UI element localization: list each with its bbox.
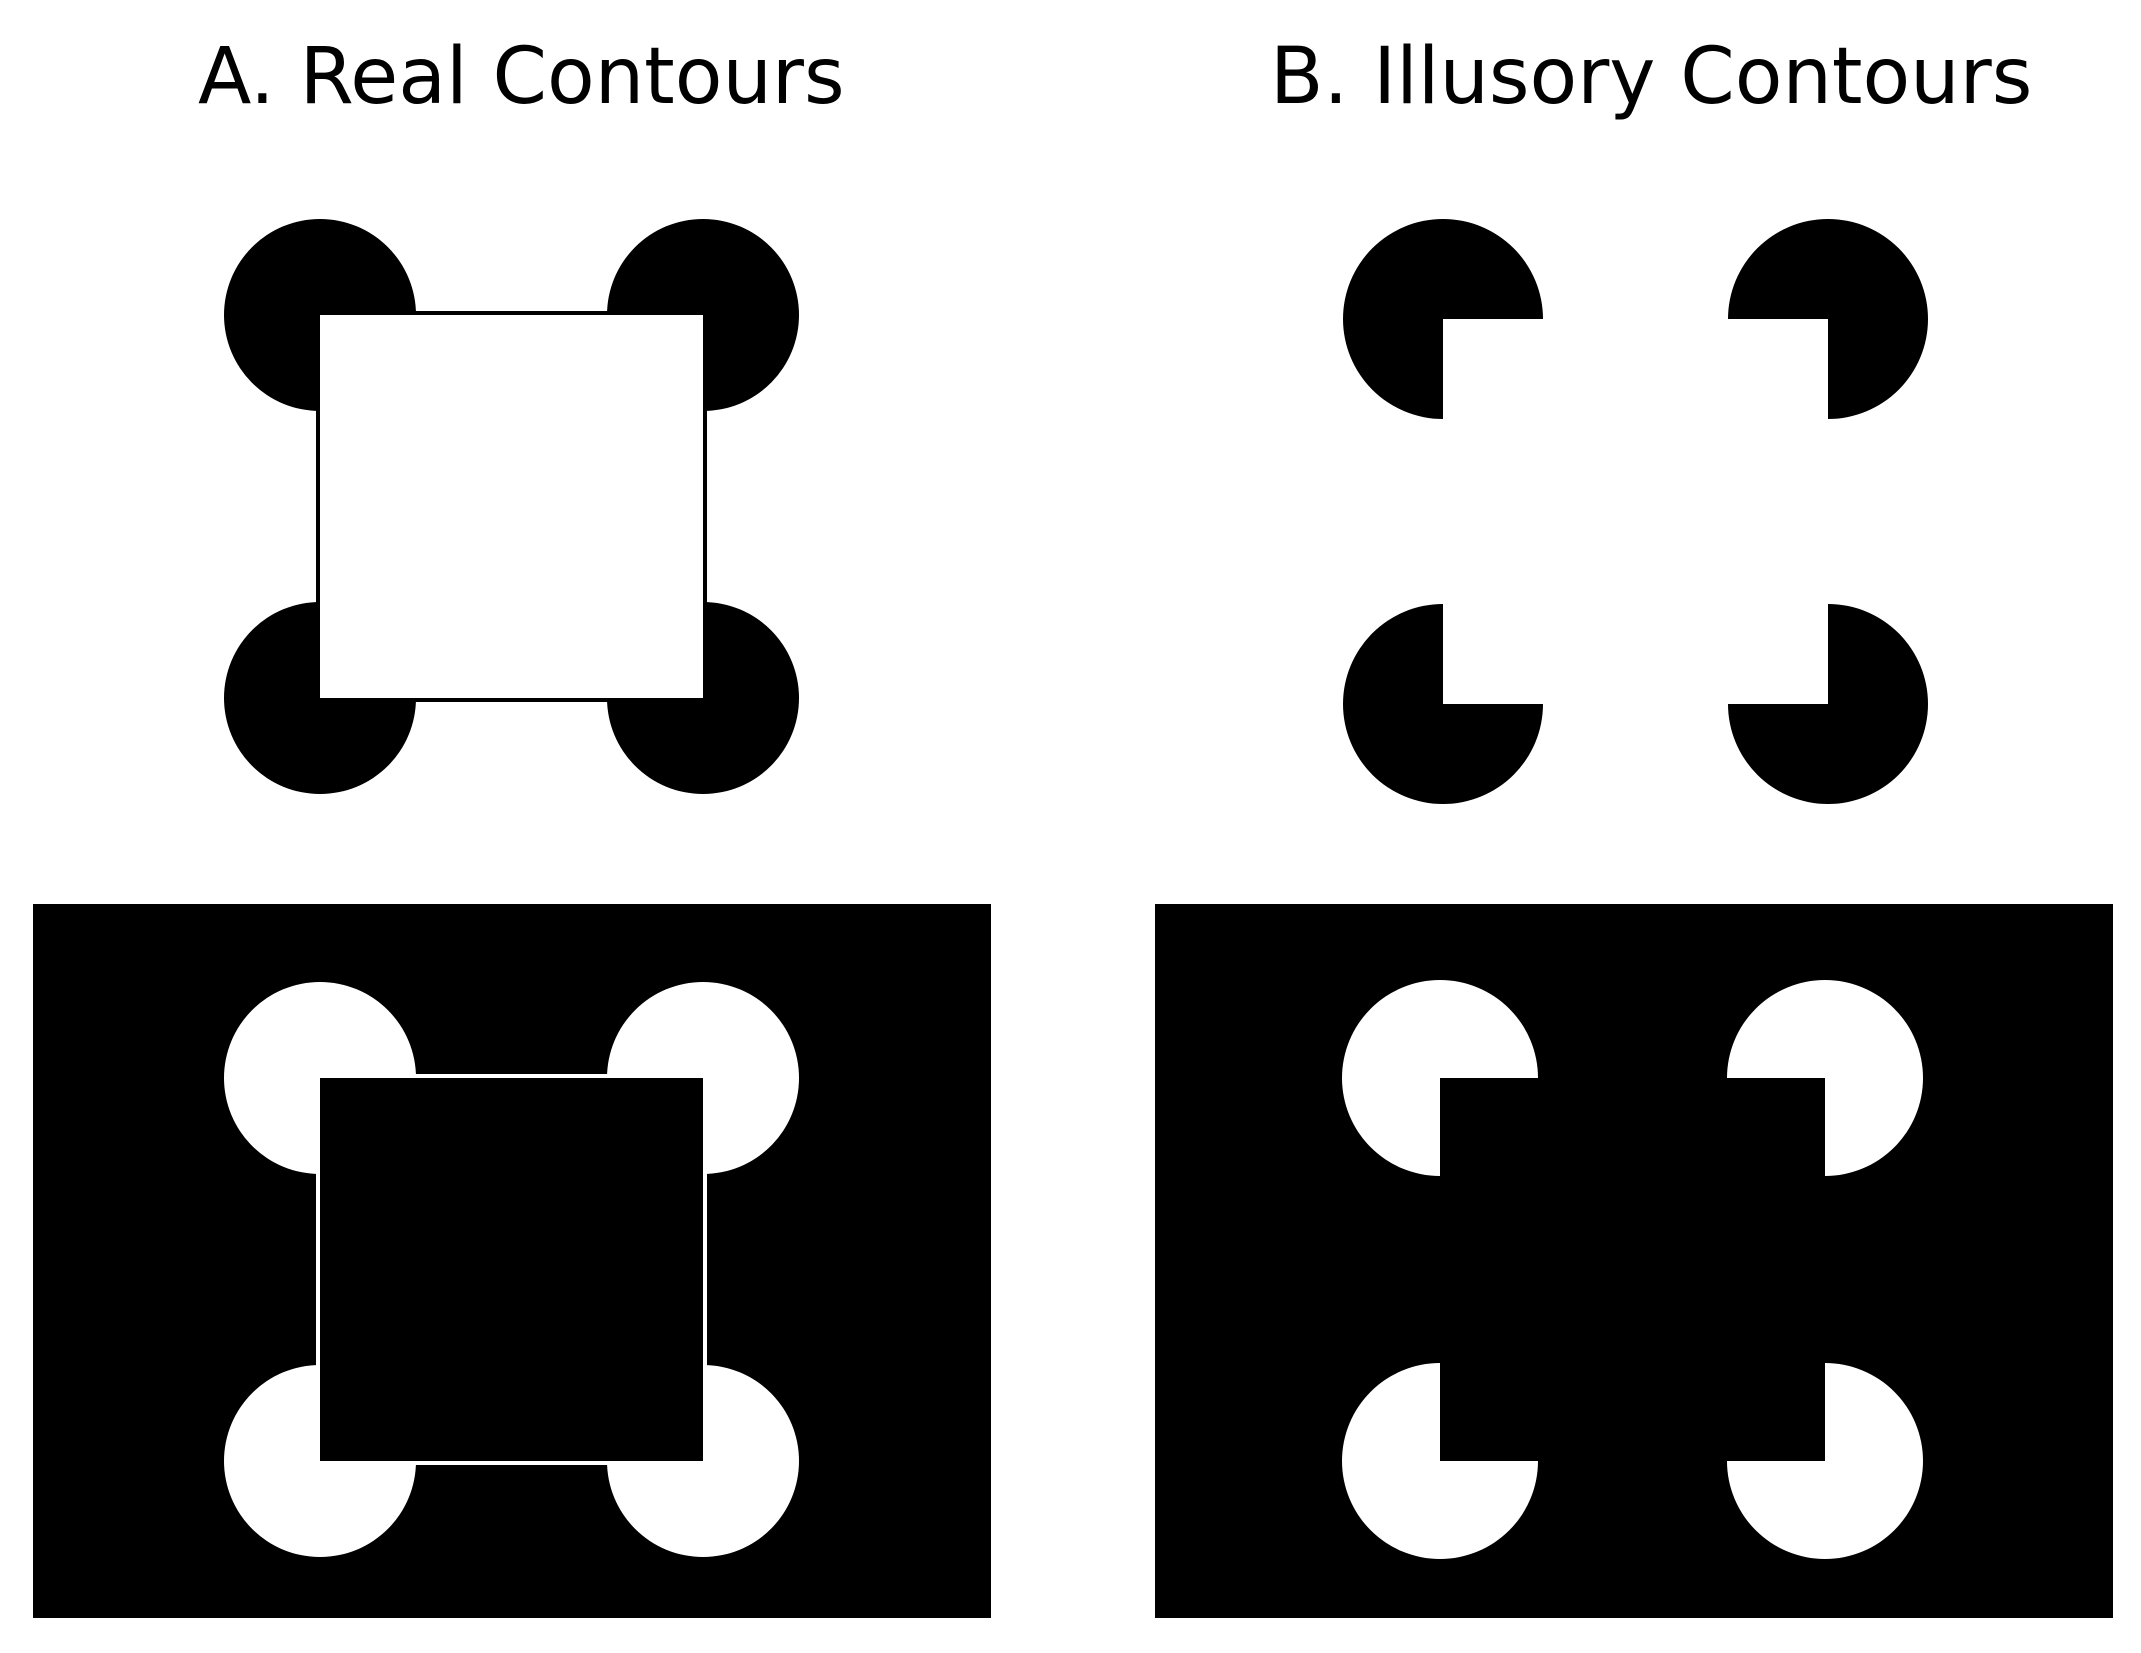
black-background-panel-b (1155, 904, 2113, 1618)
real-contours-black-on-white (224, 219, 799, 794)
illusory-contours-white-on-black (1155, 904, 2113, 1618)
pacman-bottom-left (1342, 1363, 1538, 1559)
real-square (316, 311, 707, 702)
pacman-top-left (1343, 219, 1543, 419)
illusory-contours-black-on-white (1343, 219, 1928, 804)
real-square (316, 1074, 707, 1465)
pacman-top-right (1728, 219, 1928, 419)
pacman-top-left (1342, 980, 1538, 1176)
real-contours-white-on-black (33, 904, 991, 1618)
pacman-top-right (1727, 980, 1923, 1176)
pacman-bottom-right (1728, 604, 1928, 804)
panel-a-title: A. Real Contours (198, 32, 845, 122)
pacman-bottom-right (1727, 1363, 1923, 1559)
pacman-bottom-left (1343, 604, 1543, 804)
panel-b-title: B. Illusory Contours (1270, 32, 2033, 122)
